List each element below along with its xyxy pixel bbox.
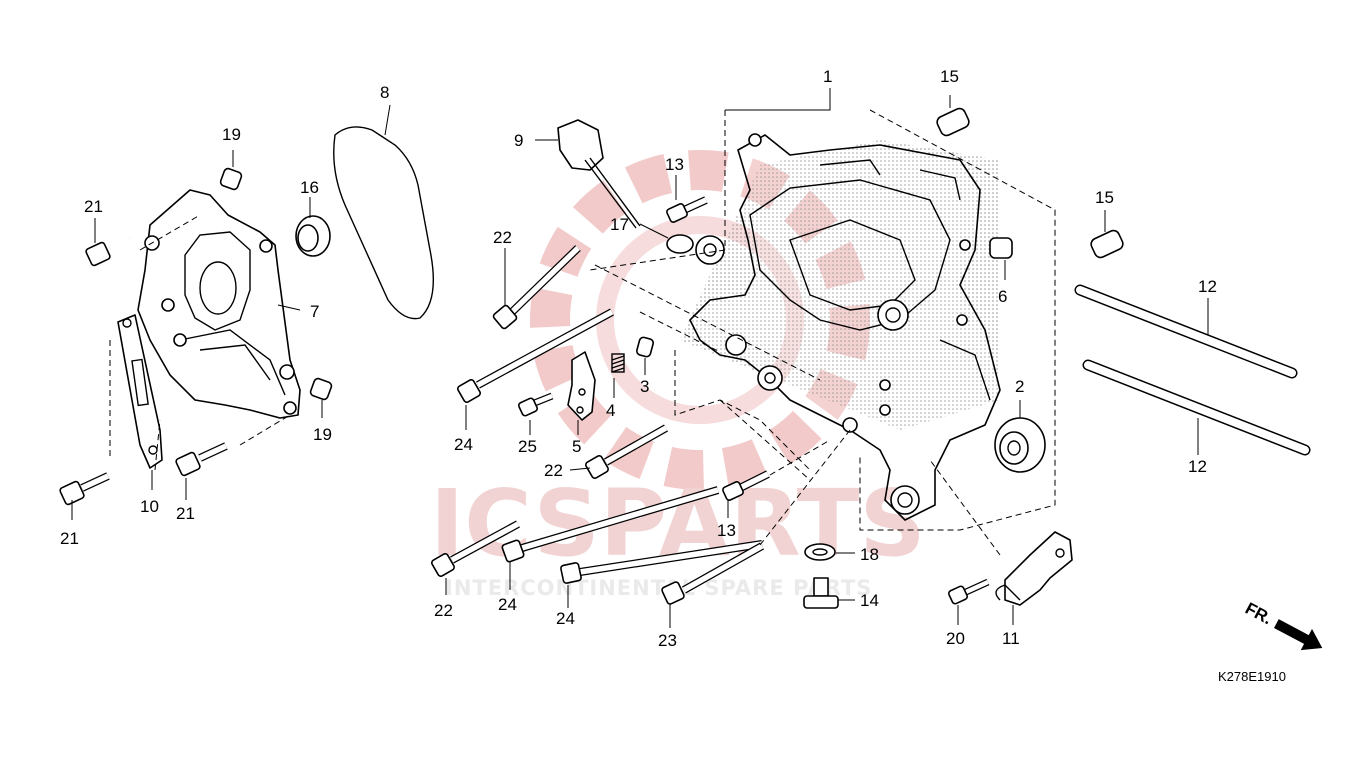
part-24-bolt-mid: [501, 486, 720, 563]
part-18-washer: [804, 543, 836, 561]
callout-13-lower: 13: [717, 521, 736, 540]
callout-labels: 1 2 3 4 5 6 7 8 9 10 11 12 12 13 13 14 1…: [60, 67, 1217, 650]
part-9-oil-filler-cap: [557, 119, 641, 229]
callout-25: 25: [518, 437, 537, 456]
part-3-pin: [636, 336, 654, 358]
part-19-collar-upper: [219, 167, 243, 191]
part-11-hose-clip: [995, 531, 1073, 606]
callout-10: 10: [140, 497, 159, 516]
part-13-bolt-lower: [722, 470, 770, 501]
part-4-spring: [611, 353, 625, 373]
part-16-oil-seal: [295, 215, 331, 257]
part-21-bolt-bottom: [59, 472, 110, 506]
callout-16: 16: [300, 178, 319, 197]
fr-label: FR.: [1242, 599, 1275, 629]
part-13-bolt-upper: [666, 196, 708, 223]
part-23-bolt: [661, 542, 764, 605]
callout-6: 6: [998, 287, 1007, 306]
callout-14: 14: [860, 591, 879, 610]
callout-22-upper: 22: [493, 228, 512, 247]
callout-18: 18: [860, 545, 879, 564]
part-22-bolt-lower: [431, 520, 520, 577]
part-6-dowel: [989, 237, 1013, 259]
callout-19-lower: 19: [313, 425, 332, 444]
part-1-right-crankcase-cover: [680, 133, 1001, 521]
part-15-dowel-upper: [936, 107, 970, 137]
callout-12-lower: 12: [1188, 457, 1207, 476]
callout-11: 11: [1002, 629, 1020, 648]
callout-4: 4: [606, 401, 615, 420]
leader-lines: [71, 88, 1209, 628]
part-21-bolt-top: [85, 235, 132, 267]
part-15-dowel-right: [1090, 229, 1124, 259]
part-2-bearing: [994, 417, 1046, 473]
callout-13-upper: 13: [665, 155, 684, 174]
part-25-bolt: [517, 392, 554, 417]
diagram-code: K278E1910: [1218, 669, 1286, 684]
part-17-o-ring: [666, 234, 694, 254]
part-20-bolt: [947, 578, 990, 605]
part-14-drain-bolt: [803, 577, 839, 609]
callout-1: 1: [823, 67, 832, 86]
watermark-tagline: INTERCONTINENTAL SPARE PARTS: [445, 576, 872, 600]
callout-8: 8: [380, 83, 389, 102]
callout-12-upper: 12: [1198, 277, 1217, 296]
part-22-bolt-mid: [585, 424, 668, 479]
part-5-bracket: [567, 351, 596, 421]
callout-21-lower: 21: [60, 529, 79, 548]
callout-15-upper: 15: [940, 67, 959, 86]
part-24-bolt-lower: [560, 540, 763, 584]
callout-3: 3: [640, 377, 649, 396]
front-direction-indicator: FR.: [1242, 599, 1323, 651]
part-21-bolt-mid: [175, 442, 228, 477]
callout-19-upper: 19: [222, 125, 241, 144]
callout-22-mid: 22: [544, 461, 563, 480]
callout-5: 5: [572, 437, 581, 456]
assembly-guides: [109, 109, 1056, 556]
callout-2: 2: [1015, 377, 1024, 396]
callout-23: 23: [658, 631, 677, 650]
callout-15-right: 15: [1095, 188, 1114, 207]
callout-20: 20: [946, 629, 965, 648]
part-24-bolt-upper: [457, 308, 614, 403]
arrow-right-icon: [1274, 619, 1323, 651]
part-8-gasket: [333, 126, 435, 320]
part-12-stud-lower: [1082, 359, 1311, 456]
part-7-outer-cover: [137, 189, 301, 419]
callout-21-mid: 21: [176, 504, 195, 523]
callout-22-lower: 22: [434, 601, 453, 620]
part-19-collar-lower: [309, 377, 333, 401]
callout-24-mid: 24: [498, 595, 517, 614]
callout-9: 9: [514, 131, 523, 150]
part-22-bolt-upper: [492, 245, 581, 330]
callout-24-upper: 24: [454, 435, 473, 454]
callout-7: 7: [310, 302, 319, 321]
part-12-stud-upper: [1074, 284, 1298, 379]
callout-24-lower: 24: [556, 609, 575, 628]
part-10-plate: [117, 314, 163, 469]
callout-17: 17: [610, 215, 629, 234]
callout-21-upper: 21: [84, 197, 103, 216]
